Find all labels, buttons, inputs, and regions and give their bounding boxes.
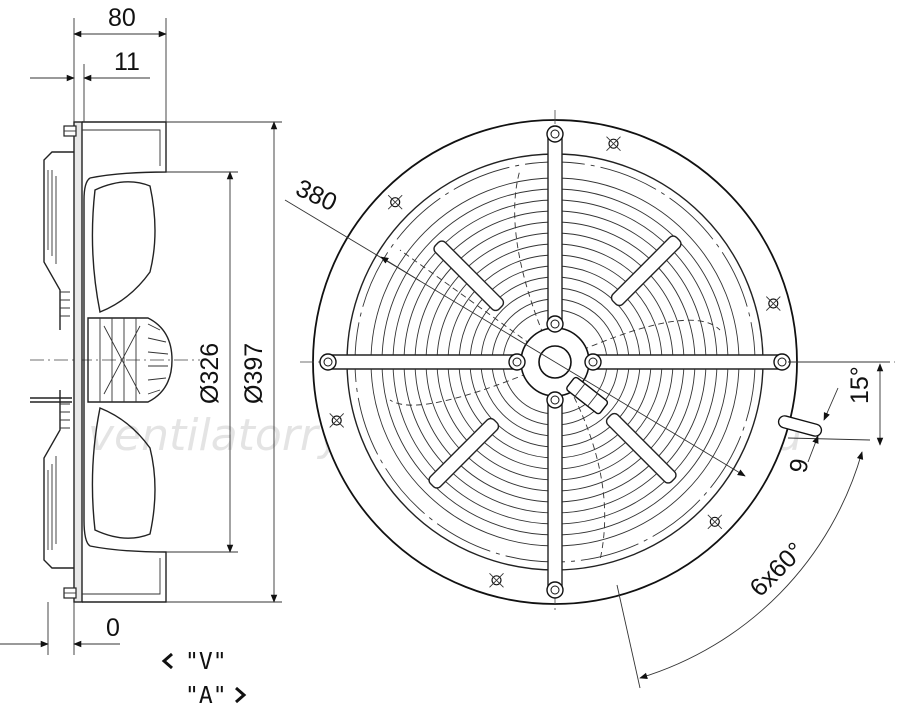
dim-15-degree: 15° xyxy=(788,361,890,446)
mounting-hole xyxy=(387,194,403,210)
motor-hub xyxy=(87,317,173,403)
terminal-box xyxy=(566,376,609,415)
svg-text:"A": "A" xyxy=(185,683,227,709)
dim-80: 80 xyxy=(73,4,167,122)
guard-bolt xyxy=(508,353,526,371)
dim-0: 0 xyxy=(0,602,120,655)
guard-bolts xyxy=(319,125,791,599)
svg-text:380: 380 xyxy=(291,174,341,217)
svg-text:11: 11 xyxy=(114,48,140,76)
guard-bolt xyxy=(546,315,564,333)
view-label-v: "V" xyxy=(161,649,227,675)
mounting-hole xyxy=(765,296,781,311)
front-view: 380 6x60° 15° 9 xyxy=(284,110,895,689)
svg-text:Ø397: Ø397 xyxy=(240,343,268,404)
guard-bolt xyxy=(546,391,564,409)
rear-guard xyxy=(43,151,74,569)
side-view: 80 11 0 Ø326 Ø397 xyxy=(0,4,282,709)
svg-text:80: 80 xyxy=(108,4,136,32)
dim-diameter-326: Ø326 xyxy=(166,171,238,553)
svg-text:"V": "V" xyxy=(185,649,227,675)
mounting-hole xyxy=(489,572,504,588)
flange-bolt-top xyxy=(63,125,77,137)
mounting-hole xyxy=(606,136,621,152)
mounting-flange xyxy=(73,121,83,603)
svg-text:0: 0 xyxy=(106,614,120,642)
guard-spokes xyxy=(321,127,789,597)
guard-bolt xyxy=(319,353,337,371)
mounting-hole xyxy=(707,514,723,530)
mounting-hole xyxy=(329,413,345,428)
svg-text:9: 9 xyxy=(784,456,814,475)
guard-bolt xyxy=(546,581,564,599)
guard-bolt xyxy=(773,353,791,371)
svg-text:Ø326: Ø326 xyxy=(196,343,224,404)
cable xyxy=(30,397,72,403)
svg-text:15°: 15° xyxy=(846,366,874,404)
blade-upper xyxy=(91,181,156,313)
blade-lower xyxy=(91,407,156,539)
flange-bolt-bottom xyxy=(63,587,77,599)
slot-detail xyxy=(777,415,823,437)
svg-text:6x60°: 6x60° xyxy=(744,537,809,602)
guard-bolt xyxy=(546,125,564,143)
dim-11: 11 xyxy=(30,48,150,122)
dim-diameter-397: Ø397 xyxy=(166,121,282,603)
view-label-a: "A" xyxy=(185,683,247,709)
guard-bolt xyxy=(584,353,602,371)
dim-9: 9 xyxy=(777,387,839,475)
